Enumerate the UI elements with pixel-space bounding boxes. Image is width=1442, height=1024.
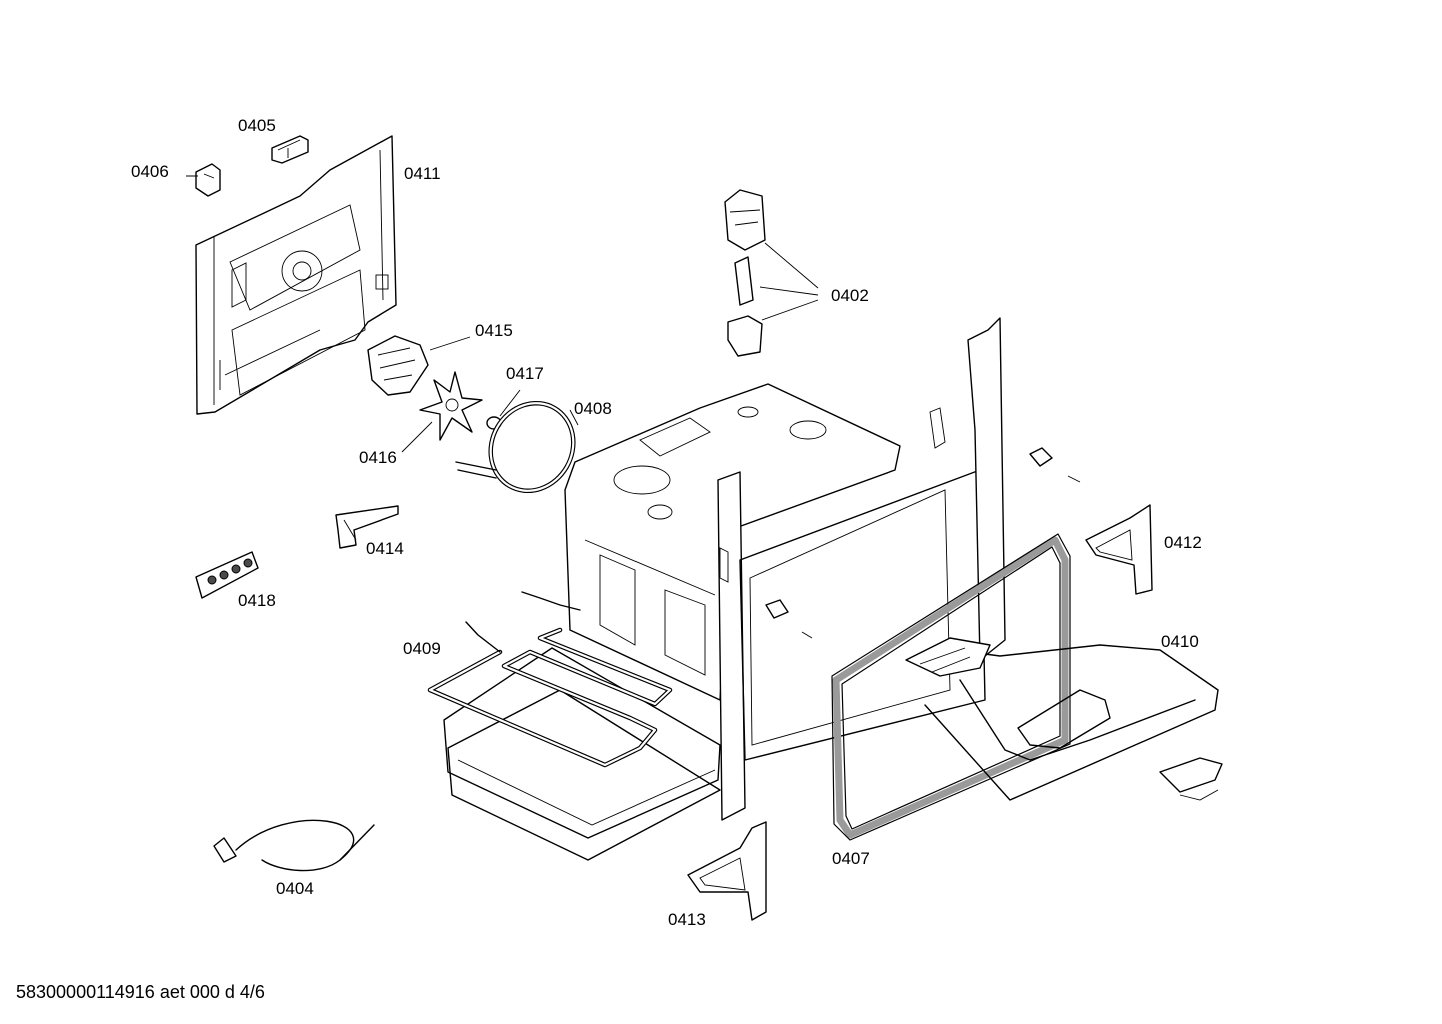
label-0409: 0409 <box>403 639 441 658</box>
label-0416: 0416 <box>359 448 397 467</box>
part-0418-terminal-block <box>195 551 259 599</box>
label-0404: 0404 <box>276 879 314 898</box>
part-0408-ring-heater <box>455 400 579 494</box>
label-0410: 0410 <box>1161 632 1199 651</box>
label-0407: 0407 <box>832 849 870 868</box>
label-0414: 0414 <box>366 539 404 558</box>
label-0417: 0417 <box>506 364 544 383</box>
label-0402: 0402 <box>831 286 869 305</box>
part-thermostat-switch <box>1159 757 1223 801</box>
part-0415-fan-motor <box>367 335 471 396</box>
part-0405 <box>271 135 309 164</box>
part-0416-fan-blade <box>401 371 483 453</box>
part-0413-bracket <box>687 821 767 921</box>
document-code: 58300000114916 aet 000 d 4/6 <box>16 982 265 1002</box>
part-0406 <box>186 163 221 197</box>
small-fittings <box>765 447 1081 639</box>
label-0412: 0412 <box>1164 533 1202 552</box>
part-0407-door-gasket <box>831 533 1071 841</box>
part-0402-lamp <box>724 189 819 357</box>
part-0412-bracket <box>1085 504 1153 595</box>
part-0409-lower-heater <box>427 591 673 768</box>
label-0413: 0413 <box>668 910 706 929</box>
label-0405: 0405 <box>238 116 276 135</box>
label-0415: 0415 <box>475 321 513 340</box>
label-0418: 0418 <box>238 591 276 610</box>
label-0411: 0411 <box>404 164 441 183</box>
label-0406: 0406 <box>131 162 169 181</box>
part-0410-grill-heater <box>905 637 1219 801</box>
insulation-pads <box>443 647 721 861</box>
back-panel-0411 <box>195 135 397 415</box>
part-0414-bracket <box>335 505 399 549</box>
label-0408: 0408 <box>574 399 612 418</box>
part-0404-power-cord <box>213 819 375 872</box>
